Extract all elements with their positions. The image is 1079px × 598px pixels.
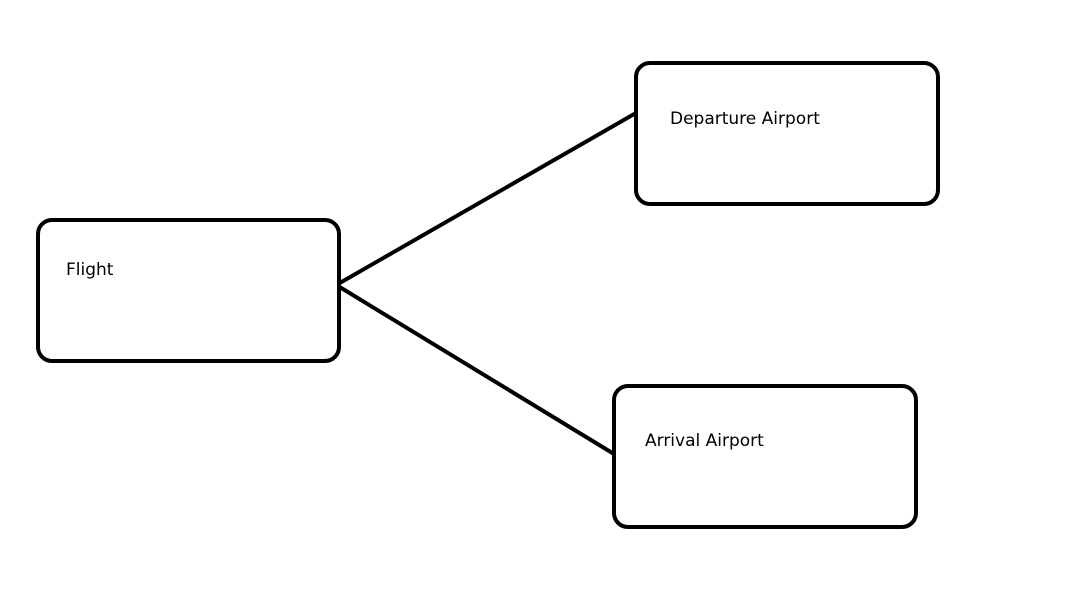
node-departure-airport: Departure Airport [634,61,940,206]
edge-flight-departure [336,111,638,286]
node-arrival-airport-label: Arrival Airport [645,431,764,451]
node-departure-airport-label: Departure Airport [670,109,820,129]
edge-flight-arrival [336,284,616,456]
node-arrival-airport: Arrival Airport [612,384,918,529]
node-flight-label: Flight [66,260,114,280]
node-flight: Flight [36,218,341,363]
